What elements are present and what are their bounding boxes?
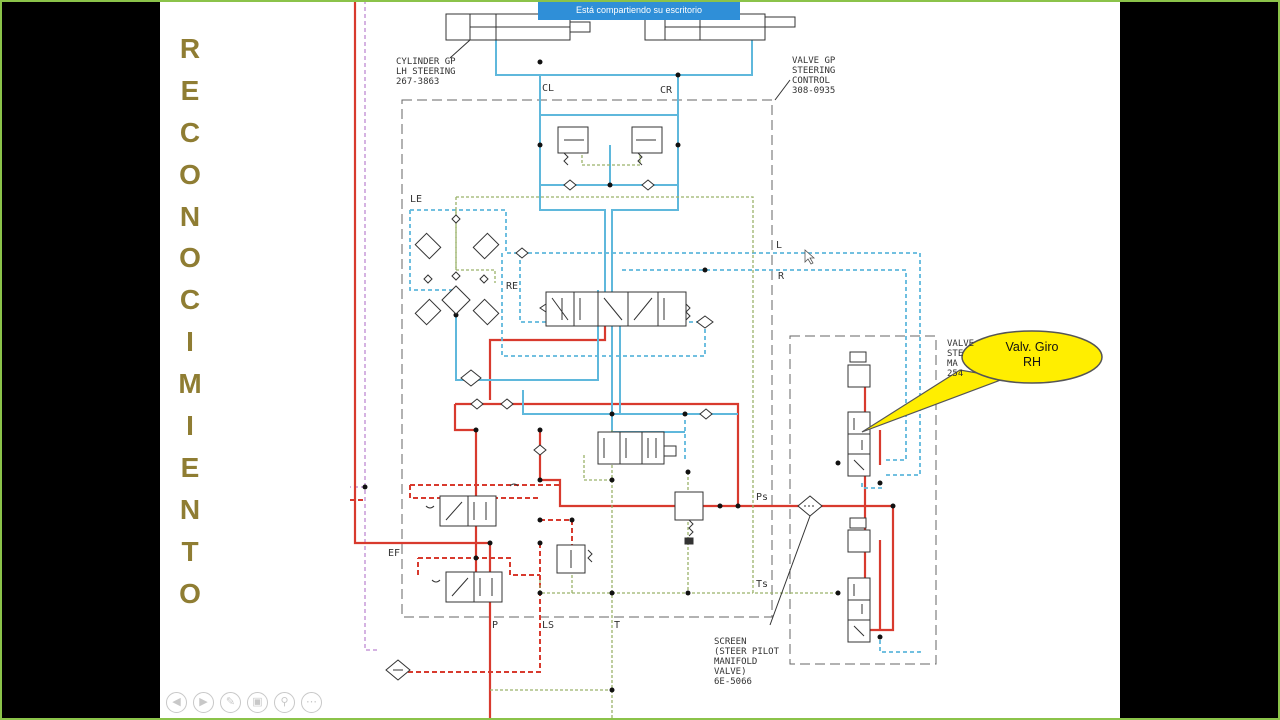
diagram-labels: CYLINDER GP LH STEERING 267-3863 VALVE G… <box>388 56 974 687</box>
port-label-le: LE <box>410 194 422 205</box>
screen-label-line: SCREEN <box>714 637 747 647</box>
title-letter: R <box>179 33 201 64</box>
title-letter: N <box>179 200 201 232</box>
pilot-dashed-lines <box>409 209 921 653</box>
leader-line <box>774 79 791 101</box>
title-letter: M <box>178 368 202 400</box>
leader-line <box>449 39 471 59</box>
callout-text: Valv. Giro RH <box>978 340 1086 370</box>
hydraulic-schematic: CYLINDER GP LH STEERING 267-3863 VALVE G… <box>350 0 1103 720</box>
valve-partial-label-line: STE <box>947 349 963 359</box>
valve-group-boundary <box>401 99 937 665</box>
callout-line: Valv. Giro <box>1005 340 1059 354</box>
title-letter: T <box>181 535 199 567</box>
valve-partial-label-line: 254 <box>947 369 963 379</box>
pen-icon[interactable]: ✎ <box>220 692 241 713</box>
port-label-l: L <box>776 240 782 251</box>
title-letter: E <box>180 74 200 106</box>
screen-share-banner[interactable]: Está compartiendo su escritorio <box>538 0 740 20</box>
callout-line: RH <box>1022 355 1042 369</box>
title-letter: O <box>179 577 201 609</box>
valve-gp-label-line: 308-0935 <box>792 86 835 96</box>
junction-dots <box>362 59 896 693</box>
port-label-re: RE <box>506 281 518 292</box>
port-label-p: P <box>492 620 498 631</box>
port-label-ls: LS <box>542 620 554 631</box>
port-label-t: T <box>614 620 620 631</box>
title-letter: N <box>179 493 201 525</box>
valve-gp-label-line: STEERING <box>792 66 835 76</box>
title-letter: E <box>180 451 200 483</box>
title-letter: O <box>179 158 201 190</box>
title-letter: I <box>186 410 194 442</box>
back-icon[interactable]: ◀ <box>166 692 187 713</box>
forward-icon[interactable]: ▶ <box>193 692 214 713</box>
pilot-solenoid-valves <box>414 232 500 326</box>
mouse-cursor-icon <box>804 249 816 265</box>
valve-gp-label-line: CONTROL <box>792 76 830 86</box>
screen-label-line: VALVE) <box>714 667 747 677</box>
pressure-reducing-valve <box>556 491 704 574</box>
flow-control-valves <box>425 483 519 603</box>
cylinder-label-line: LH STEERING <box>396 67 456 77</box>
presentation-toolbar: ◀ ▶ ✎ ▣ ⚲ ⋯ <box>166 692 322 713</box>
slides-icon[interactable]: ▣ <box>247 692 268 713</box>
port-label-cl: CL <box>542 83 554 94</box>
title-letter: C <box>179 116 201 148</box>
valve-gp-label-line: VALVE GP <box>792 56 836 66</box>
valve-partial-label-line: MA <box>947 359 958 369</box>
port-label-ts: Ts <box>756 579 768 590</box>
port-label-cr: CR <box>660 85 673 96</box>
pressure-lines <box>353 0 895 720</box>
main-directional-valve <box>539 291 691 327</box>
steer-pilot-manifold-valves <box>847 351 871 643</box>
callout-bubble <box>861 330 1103 433</box>
port-label-r: R <box>778 271 785 282</box>
cylinder-label-line: CYLINDER GP <box>396 57 456 67</box>
title-letter: I <box>186 326 194 358</box>
relief-valves <box>557 126 663 166</box>
title-letter: O <box>179 242 201 274</box>
pilot-lines <box>455 22 753 433</box>
pressure-dashed-lines <box>350 484 573 673</box>
secondary-directional-valve <box>597 431 677 465</box>
valve-partial-label-line: VALVE <box>947 339 974 349</box>
screen-filter <box>385 369 823 681</box>
zoom-icon[interactable]: ⚲ <box>274 692 295 713</box>
screen-label-line: (STEER PILOT <box>714 647 780 657</box>
screen-label-line: 6E-5066 <box>714 677 752 687</box>
port-label-ps: Ps <box>756 492 768 503</box>
cylinder-label-line: 267-3863 <box>396 77 439 87</box>
port-label-ef: EF <box>388 548 400 559</box>
check-valves <box>423 179 714 456</box>
screen-label-line: MANIFOLD <box>714 657 757 667</box>
more-icon[interactable]: ⋯ <box>301 692 322 713</box>
title-letter: C <box>179 284 201 316</box>
